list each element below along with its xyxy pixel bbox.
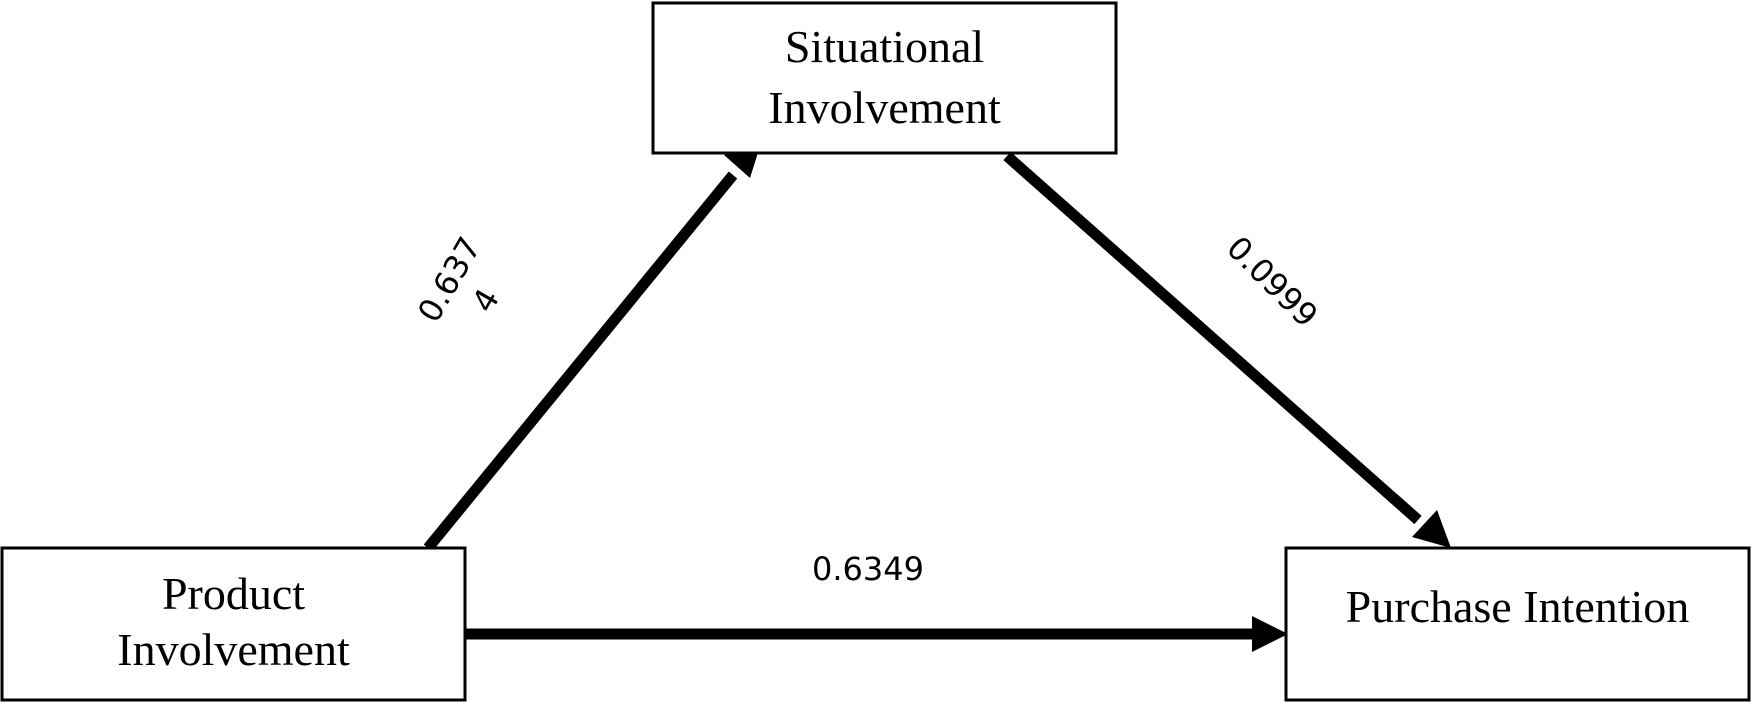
- coef-label-product-to-situational: 0.637 4: [410, 230, 507, 328]
- node-product-involvement: Product Involvement: [0, 546, 467, 702]
- edge-product-to-situational: [423, 143, 761, 552]
- arrowhead-icon: [1412, 510, 1451, 548]
- node-label-line: Situational: [785, 21, 984, 72]
- node-situational-involvement: Situational Involvement: [651, 1, 1118, 155]
- edge-situational-to-purchase: [1003, 151, 1451, 548]
- node-label-line: Purchase Intention: [1346, 581, 1690, 632]
- node-label-line: Product: [162, 568, 305, 619]
- coef-label-situational-to-purchase: 0.0999: [1219, 229, 1325, 335]
- edge-product-to-purchase: [466, 616, 1288, 652]
- node-label-line: Involvement: [768, 82, 1001, 133]
- coef-label-product-to-purchase: 0.6349: [812, 550, 924, 588]
- node-purchase-intention: Purchase Intention: [1284, 546, 1751, 702]
- coef-label-line: 4: [464, 282, 507, 319]
- node-label-line: Involvement: [117, 624, 350, 675]
- coef-label-line: 0.637: [410, 230, 489, 328]
- arrowhead-icon: [1252, 616, 1288, 652]
